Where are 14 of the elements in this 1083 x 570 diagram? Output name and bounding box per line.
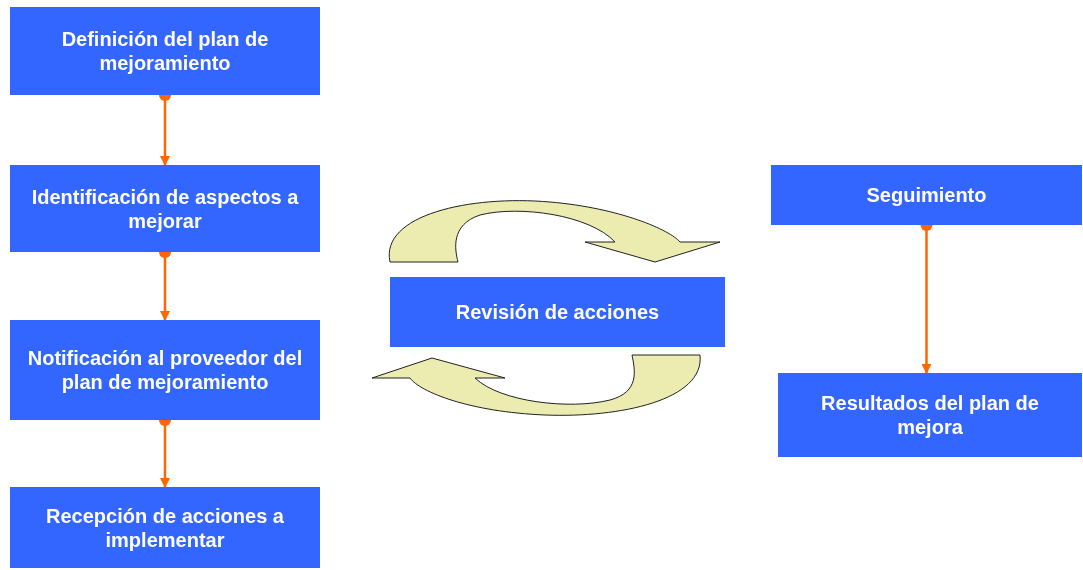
- process-box: [10, 165, 320, 252]
- process-box: [10, 7, 320, 95]
- process-box: [10, 487, 320, 568]
- process-box: [778, 373, 1082, 457]
- box-label: Revisión de acciones: [455, 300, 660, 324]
- box-label: Resultados del plan de mejora: [820, 391, 1040, 439]
- process-box: [10, 320, 320, 420]
- process-box: [390, 277, 725, 347]
- box-label: Definición del plan de mejoramiento: [60, 27, 270, 75]
- box-label: Identificación de aspectos a mejorar: [30, 184, 300, 233]
- box-label: Notificación al proveedor del plan de mejoramiento: [26, 346, 304, 394]
- box-label: Recepción de acciones a implementar: [45, 503, 285, 552]
- process-box: [771, 165, 1082, 225]
- box-label: Seguimiento: [866, 183, 987, 207]
